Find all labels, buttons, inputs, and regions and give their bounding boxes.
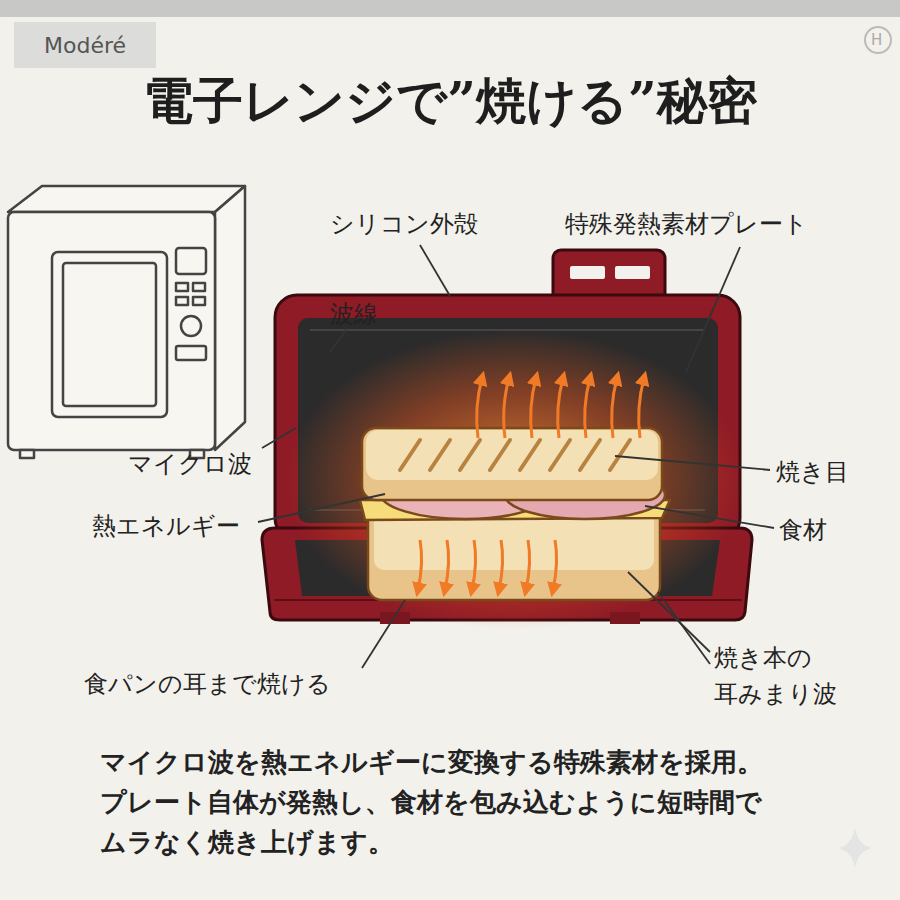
sandwich xyxy=(360,428,670,600)
callout-label: 特殊発熱素材プレート xyxy=(565,208,808,240)
heat-glow xyxy=(285,330,745,630)
caption: マイクロ波を熱エネルギーに変換する特殊素材を採用。 プレート自体が発熱し、食材を… xyxy=(100,742,860,862)
logo-ring xyxy=(865,27,891,53)
callout-label: シリコン外殻 xyxy=(330,208,478,240)
callout-label: 熱エネルギー xyxy=(92,510,240,542)
leader-lines xyxy=(258,245,774,668)
sparkle xyxy=(838,828,872,868)
callout-label: 食材 xyxy=(779,514,827,546)
callout-label: H xyxy=(871,31,882,49)
callout-label: マイクロ波 xyxy=(128,448,252,480)
microwave xyxy=(8,186,245,458)
callout-label: 焼き目 xyxy=(776,456,849,488)
heat-arrows xyxy=(418,378,644,590)
logo-box: Modéré xyxy=(14,22,156,68)
title: 電子レンジで”焼ける”秘密 xyxy=(0,68,900,135)
callout-label: 食パンの耳まで焼ける xyxy=(84,668,331,700)
callout-label: 焼き本の 耳みまり波 xyxy=(714,640,854,712)
top-band xyxy=(0,0,900,17)
logo-text: Modéré xyxy=(44,33,126,58)
callout-label: 波線 xyxy=(330,298,378,330)
